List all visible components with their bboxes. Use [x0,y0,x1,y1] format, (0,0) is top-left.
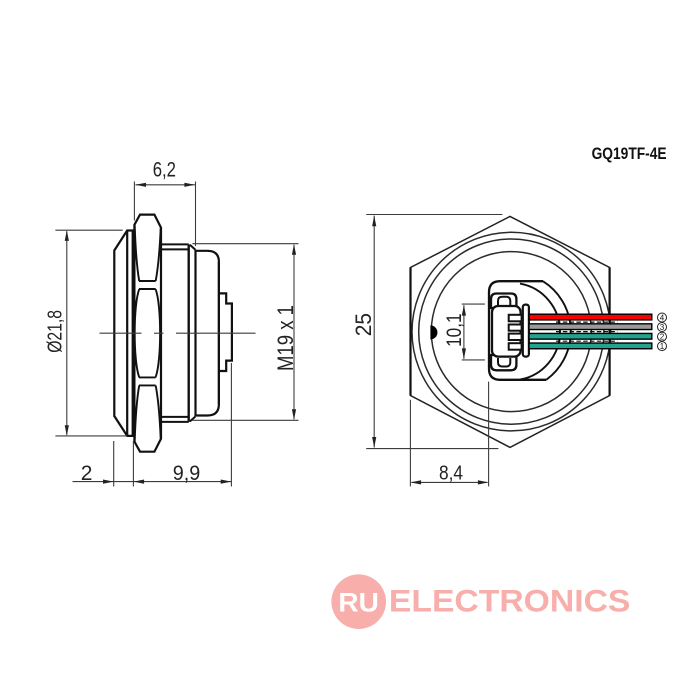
svg-text:8,4: 8,4 [439,462,463,485]
svg-text:25: 25 [351,313,376,336]
svg-text:GQ19TF-4E: GQ19TF-4E [592,144,667,163]
svg-text:3: 3 [660,323,665,332]
svg-text:6,2: 6,2 [153,158,176,181]
svg-text:ELECTRONICS: ELECTRONICS [389,582,631,618]
svg-text:2: 2 [660,332,665,341]
svg-text:10,1: 10,1 [443,313,466,347]
svg-text:1: 1 [660,342,665,351]
svg-text:4: 4 [660,313,665,322]
svg-text:RU: RU [338,587,379,617]
svg-text:9,9: 9,9 [173,462,201,485]
svg-text:2: 2 [81,462,93,485]
svg-text:M19 x 1: M19 x 1 [273,305,298,371]
svg-text:Ø21,8: Ø21,8 [44,310,66,353]
